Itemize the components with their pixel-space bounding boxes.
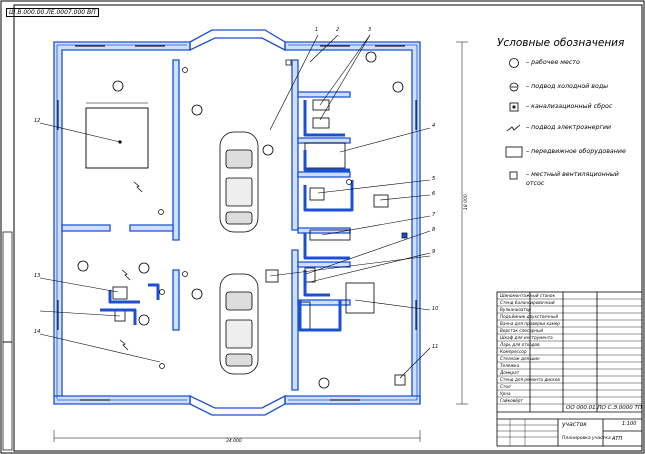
leader-label: 6 — [432, 191, 436, 197]
drawing-stamp: Ш.В.000.00.ЛЕ.0007.000 ВП — [6, 8, 99, 17]
leader-label: 3 — [368, 27, 372, 33]
title-block-row: Стенд для ремонта дисков — [500, 377, 560, 382]
title-block-row: Ванна для проверки камер — [500, 321, 560, 326]
title-block-rows — [497, 298, 642, 405]
title-block-code: ОО 000.01.ПО С.Э.0000 ТП — [566, 405, 643, 411]
title-block-row: Ларь для отходов — [500, 342, 540, 347]
equipment-right — [112, 99, 406, 386]
title-block-row: Верстак слесарный — [500, 328, 544, 333]
equipment-large-left — [85, 107, 149, 169]
title-block-row: Гайковёрт — [500, 398, 523, 403]
leader-label: 7 — [432, 212, 436, 218]
leader-label: 10 — [432, 306, 439, 312]
legend-symbols — [505, 58, 523, 180]
title-block-row: Стеллаж для шин — [500, 356, 540, 361]
overall-height-dim: 18 000 — [464, 194, 469, 210]
leader-label: 2 — [336, 27, 340, 33]
title-block-row: Компрессор — [500, 349, 527, 354]
wall-windows — [57, 45, 417, 401]
leader-label: 5 — [432, 176, 436, 182]
legend-item-mobile-equipment: – передвижное оборудование — [526, 148, 626, 155]
title-block-row: Шкаф для инструмента — [500, 335, 553, 340]
car-top — [219, 131, 259, 233]
legend-item-power: – подвод электроэнергии — [526, 124, 612, 131]
legend-title: Условные обозначения — [497, 37, 625, 49]
building-walls — [53, 29, 421, 416]
legend-item-drain: – канализационный сброс — [526, 103, 613, 110]
title-block-row: Урна — [500, 391, 511, 396]
utility-markers — [158, 59, 408, 369]
workplace-markers — [77, 51, 404, 389]
title-block-org: АТП — [612, 436, 623, 442]
leader-label: 9 — [432, 249, 436, 255]
title-block-row: Тележка — [500, 363, 520, 368]
leader-label: 4 — [432, 123, 436, 129]
title-block-title: Планировка участка — [562, 436, 611, 441]
title-block-row: Вулканизатор — [500, 307, 532, 312]
leader-label: 1 — [315, 27, 319, 33]
title-block-row: Стенд балансировочный — [500, 300, 555, 305]
leader-label: 12 — [34, 118, 41, 124]
legend-item-workplace: – рабочее место — [526, 59, 580, 66]
title-block-subtitle: участок — [562, 421, 587, 428]
leader-label: 14 — [34, 329, 41, 335]
leader-label: 8 — [432, 227, 436, 233]
legend-item-ventilation: – местный вентиляционный отсос — [526, 171, 619, 187]
title-block-row: Подъёмник двухстоечный — [500, 314, 559, 319]
car-bottom — [219, 273, 259, 375]
overall-width-dim: 34 000 — [226, 439, 242, 444]
legend-item-water: – подвод холодной воды — [526, 83, 609, 90]
title-grid-lines — [497, 419, 558, 446]
leader-lines — [39, 34, 431, 379]
title-block-row: Шиномонтажный станок — [500, 293, 555, 298]
leader-label: 11 — [432, 344, 439, 350]
title-block-row: Домкрат — [500, 370, 520, 375]
dimension-lines — [53, 41, 468, 442]
power-symbols — [119, 181, 143, 351]
title-block-row: Стол — [500, 384, 511, 389]
title-block-scale: 1:100 — [622, 421, 637, 427]
leader-label: 13 — [34, 273, 41, 279]
